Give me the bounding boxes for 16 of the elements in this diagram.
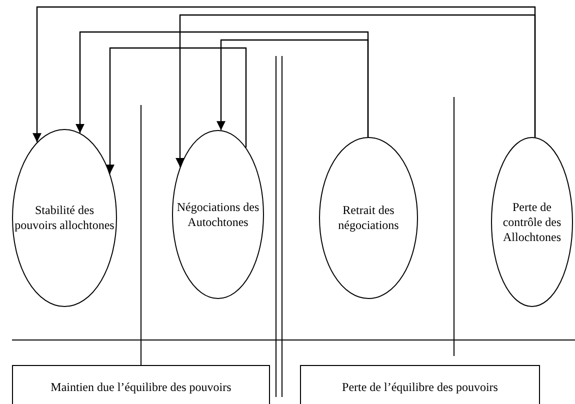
arrow [106, 47, 247, 174]
node-label: Perte de l’équilibre des pouvoirs [342, 380, 498, 395]
node-label: Retrait des négociations [337, 203, 400, 233]
concept-ellipse [12, 129, 117, 307]
concept-ellipse [491, 137, 573, 307]
concept-ellipse [319, 137, 418, 299]
outcome-box [300, 365, 540, 404]
arrow [216, 39, 369, 137]
outcome-box [12, 365, 270, 404]
node-label: Stabilité des pouvoirs allochtones [14, 203, 114, 233]
concept-ellipse [172, 130, 264, 299]
node-label: Maintien due l’équilibre des pouvoirs [50, 380, 232, 395]
node-label: Perte de contrôle des Allochtones [502, 200, 562, 244]
arrow [32, 6, 536, 142]
arrow [176, 14, 536, 167]
node-label: Négociations des Autochtones [176, 200, 260, 230]
